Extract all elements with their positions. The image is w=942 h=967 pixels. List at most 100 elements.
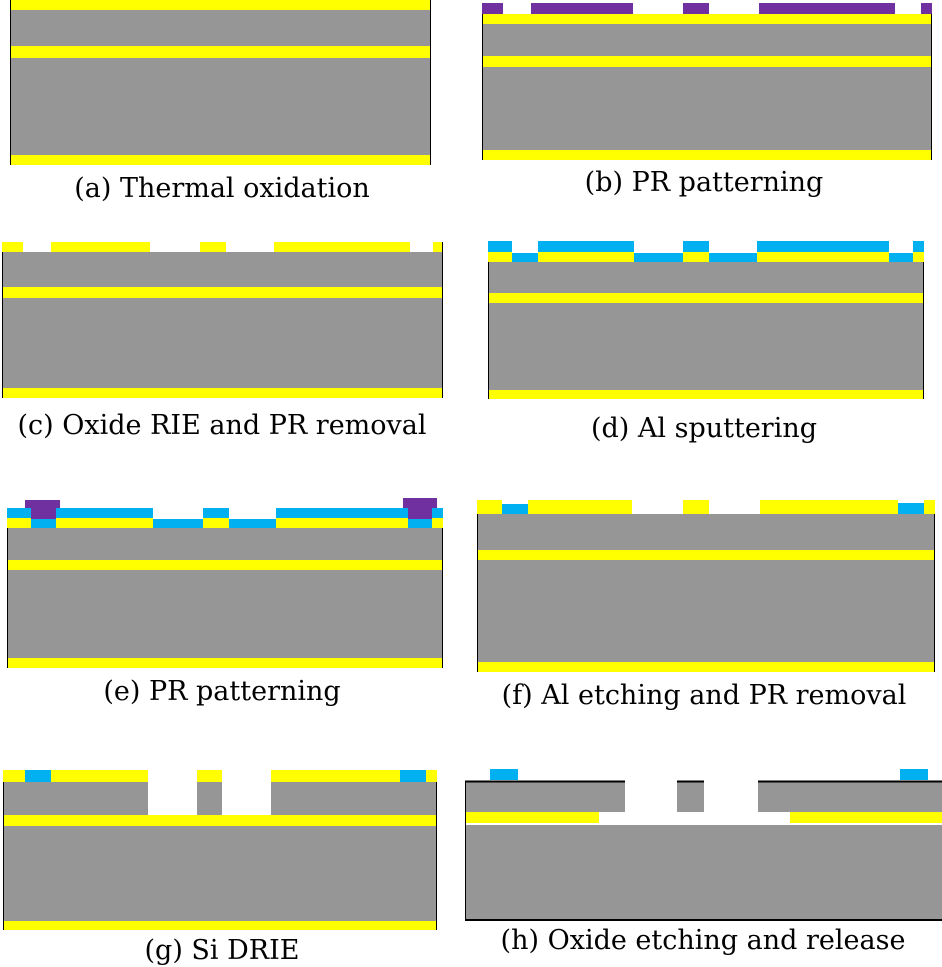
aluminum-trench — [408, 519, 432, 528]
oxide-bottom — [10, 155, 431, 165]
oxide-pattern — [51, 770, 148, 782]
silicon-device-layer — [482, 24, 932, 56]
aluminum-top — [432, 508, 443, 518]
oxide-buried-anchor — [790, 812, 942, 823]
oxide-pattern — [683, 500, 709, 514]
panel-a-caption: (a) Thermal oxidation — [74, 173, 370, 204]
silicon-beam — [677, 782, 704, 812]
oxide-buried-anchor — [465, 812, 599, 823]
silicon-handle — [2, 298, 443, 388]
aluminum-pad — [900, 769, 928, 780]
silicon-device-layer — [2, 252, 443, 287]
oxide-pattern — [274, 242, 410, 252]
panel-b: (b) PR patterning — [482, 3, 932, 198]
panel-c: (c) Oxide RIE and PR removal — [2, 242, 443, 441]
panel-f: (f) Al etching and PR removal — [477, 500, 935, 711]
aluminum-top — [203, 508, 229, 518]
oxide-pattern — [538, 252, 634, 262]
oxide-buried — [3, 815, 437, 826]
oxide-pattern — [757, 252, 889, 262]
oxide-pattern — [276, 518, 408, 528]
aluminum-trench — [889, 253, 913, 262]
panel-b-caption: (b) PR patterning — [585, 167, 824, 198]
oxide-pattern — [477, 500, 502, 514]
aluminum-pad — [898, 503, 924, 514]
oxide-pattern — [528, 500, 632, 514]
silicon-device-layer — [7, 528, 443, 560]
oxide-pattern — [203, 518, 229, 528]
silicon-device-layer — [488, 262, 924, 293]
oxide-bottom — [2, 388, 443, 398]
panel-c-caption: (c) Oxide RIE and PR removal — [17, 410, 426, 441]
aluminum-top — [276, 508, 408, 518]
silicon-handle — [488, 303, 924, 390]
oxide-pattern — [2, 242, 23, 252]
silicon-device-layer — [477, 514, 935, 550]
oxide-pattern — [51, 242, 150, 252]
panel-h: (h) Oxide etching and release — [465, 769, 942, 956]
silicon-beam — [197, 782, 222, 815]
silicon-device-segment — [758, 782, 942, 812]
aluminum-top — [538, 241, 634, 252]
panel-d: (d) Al sputtering — [488, 241, 924, 444]
aluminum-pad — [502, 504, 528, 514]
photoresist-block — [921, 3, 932, 14]
oxide-bottom — [3, 921, 437, 930]
oxide-pattern — [197, 770, 222, 782]
oxide-buried — [2, 287, 443, 298]
oxide-buried — [482, 56, 932, 67]
panel-g-caption: (g) Si DRIE — [145, 935, 300, 966]
oxide-top — [10, 0, 431, 10]
oxide-pattern — [271, 770, 400, 782]
panel-d-caption: (d) Al sputtering — [591, 413, 817, 444]
oxide-buried — [477, 550, 935, 560]
oxide-pattern — [200, 242, 226, 252]
photoresist-block — [683, 3, 709, 14]
panel-a: (a) Thermal oxidation — [10, 0, 431, 204]
oxide-bottom — [7, 658, 443, 668]
oxide-buried — [7, 560, 443, 570]
aluminum-trench — [31, 519, 56, 528]
silicon-handle — [465, 825, 942, 920]
silicon-handle — [10, 58, 431, 155]
aluminum-trench — [634, 253, 683, 262]
oxide-pattern — [488, 252, 512, 262]
aluminum-trench — [153, 519, 203, 528]
oxide-bottom — [477, 662, 935, 672]
aluminum-pad — [25, 770, 51, 782]
aluminum-top — [7, 508, 31, 518]
panel-f-caption: (f) Al etching and PR removal — [502, 680, 907, 711]
aluminum-pad — [490, 769, 518, 780]
aluminum-trench — [709, 253, 757, 262]
photoresist-block — [482, 3, 503, 14]
aluminum-top — [488, 241, 512, 252]
silicon-handle — [3, 826, 437, 921]
aluminum-trench — [229, 519, 276, 528]
oxide-pattern — [924, 500, 935, 514]
oxide-pattern — [913, 252, 924, 262]
silicon-handle — [7, 570, 443, 658]
silicon-handle — [482, 67, 932, 150]
panel-e: (e) PR patterning — [7, 498, 443, 707]
oxide-buried — [10, 46, 431, 58]
oxide-pattern — [3, 770, 25, 782]
oxide-bottom — [482, 150, 932, 160]
oxide-buried — [488, 293, 924, 303]
panel-e-caption: (e) PR patterning — [103, 676, 340, 707]
aluminum-top — [757, 241, 889, 252]
silicon-handle — [477, 560, 935, 662]
oxide-top — [482, 14, 932, 24]
silicon-device-segment — [3, 782, 148, 815]
aluminum-trench — [512, 253, 538, 262]
oxide-pattern — [56, 518, 153, 528]
oxide-pattern — [432, 518, 443, 528]
panel-h-caption: (h) Oxide etching and release — [501, 925, 906, 956]
oxide-pattern — [760, 500, 898, 514]
oxide-pattern — [683, 252, 709, 262]
silicon-device-segment — [465, 782, 625, 812]
panel-g: (g) Si DRIE — [3, 770, 437, 966]
silicon-device-layer — [10, 10, 431, 46]
aluminum-top — [683, 241, 709, 252]
photoresist-block — [531, 3, 633, 14]
